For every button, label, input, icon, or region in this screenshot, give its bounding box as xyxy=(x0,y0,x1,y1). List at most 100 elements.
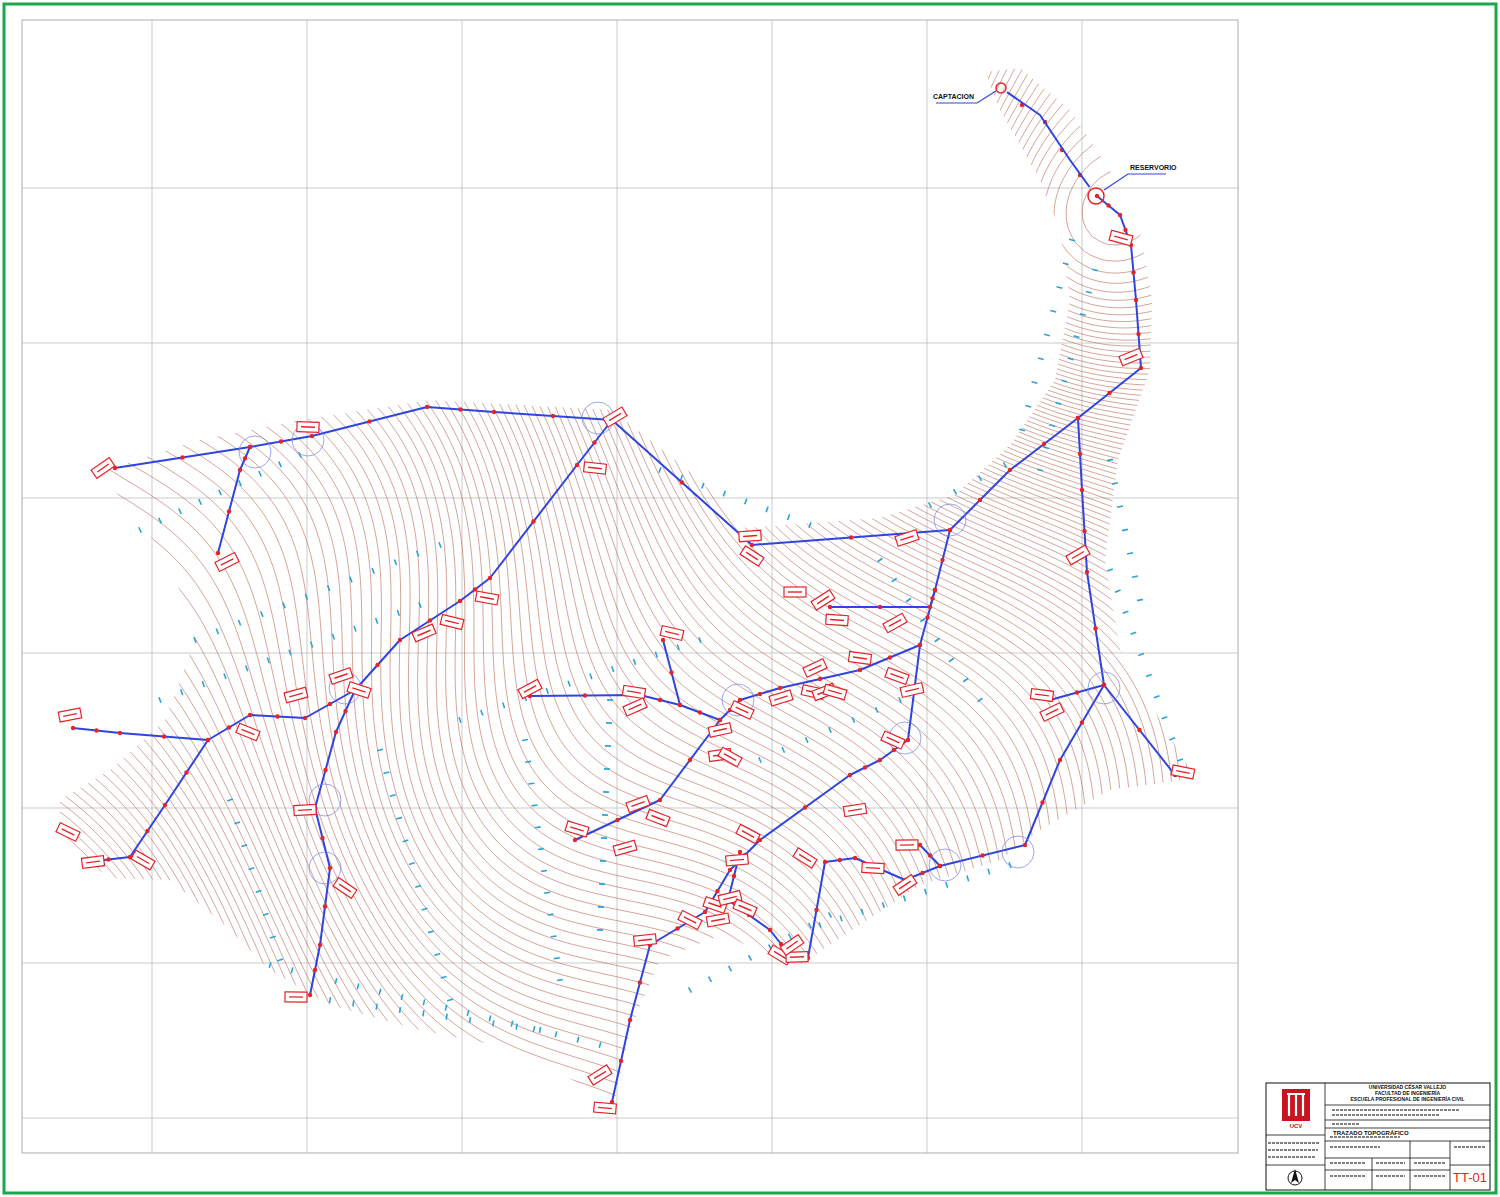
lot-mark xyxy=(418,630,431,635)
elevation-mark xyxy=(577,1037,580,1043)
elevation-mark xyxy=(1080,313,1086,316)
elevation-mark xyxy=(282,602,286,608)
elevation-mark xyxy=(555,1031,558,1037)
contour-line xyxy=(333,0,1500,1197)
contour-line xyxy=(1082,0,1500,245)
pipe-vertex xyxy=(658,798,662,802)
contour-line xyxy=(1054,0,1500,473)
table-filler xyxy=(1376,1162,1405,1163)
lot-marker xyxy=(565,821,589,837)
contour-line xyxy=(675,0,1500,1197)
contour-line xyxy=(88,0,1500,1197)
table-rule xyxy=(1325,1141,1490,1142)
lot-box xyxy=(678,911,702,930)
pipe-vertex xyxy=(334,730,338,734)
elevation-mark xyxy=(1050,310,1056,313)
contour-line xyxy=(1485,0,1500,23)
pipe-line xyxy=(663,640,680,705)
pipe-vertex xyxy=(928,853,932,857)
contour-line xyxy=(948,0,1500,723)
lot-box xyxy=(885,668,909,685)
pipe-vertex xyxy=(1107,391,1111,395)
contour-line xyxy=(814,0,1500,1131)
contour-line xyxy=(1367,0,1500,109)
elevation-mark xyxy=(263,913,269,916)
elevation-mark xyxy=(603,791,609,793)
pipe-vertex xyxy=(328,866,332,870)
elevation-marks xyxy=(138,238,1183,1048)
elevation-mark xyxy=(1130,632,1136,636)
elevation-mark xyxy=(600,860,606,862)
lot-mark xyxy=(739,905,752,910)
elevation-mark xyxy=(945,882,948,888)
lot-marker xyxy=(588,1065,612,1085)
pipe-line xyxy=(830,590,935,607)
table-rule xyxy=(1410,1141,1411,1190)
contour-line xyxy=(837,0,1500,1068)
elevation-mark xyxy=(492,1020,494,1026)
pipe-vertex xyxy=(718,718,722,722)
lot-box xyxy=(660,626,684,641)
elevation-mark xyxy=(1043,446,1049,449)
pipe-vertex xyxy=(920,871,924,875)
contour-line xyxy=(777,0,1500,1197)
contour-line xyxy=(1019,0,1500,571)
lot-marker xyxy=(885,668,909,685)
elevation-mark xyxy=(546,688,549,694)
lot-marker xyxy=(900,683,924,698)
elevation-mark xyxy=(744,498,748,504)
table-rule xyxy=(1325,1158,1450,1159)
pipe-vertex xyxy=(367,419,371,423)
elevation-mark xyxy=(701,483,705,489)
elevation-mark xyxy=(399,1007,401,1013)
contour-line xyxy=(312,0,1500,1197)
contour-line xyxy=(881,0,1500,905)
table-filler xyxy=(1330,1136,1400,1137)
pipe-vertex xyxy=(858,668,862,672)
elevation-mark xyxy=(383,771,389,774)
pipe-vertex xyxy=(318,943,322,947)
lot-box xyxy=(58,708,82,722)
contour-line xyxy=(1498,0,1500,13)
lot-mark xyxy=(137,857,149,864)
elevation-mark xyxy=(1112,482,1118,485)
lot-box xyxy=(883,613,907,632)
circle-outline xyxy=(995,82,1007,94)
pipe-vertex xyxy=(758,692,762,696)
lot-marker xyxy=(81,856,104,869)
contour-line xyxy=(357,0,1500,1197)
pipe-vertex xyxy=(428,618,432,622)
elevation-mark xyxy=(1122,529,1128,532)
grid-line xyxy=(617,20,618,1153)
elevation-mark xyxy=(567,681,570,687)
pipe-vertex xyxy=(227,725,231,729)
pipe-vertex xyxy=(279,439,283,443)
elevation-mark xyxy=(539,1027,541,1033)
contour-line xyxy=(80,0,1500,1197)
contour-line xyxy=(1472,0,1500,34)
contour-line xyxy=(600,0,1500,1197)
table-rule xyxy=(1325,1105,1490,1106)
elevation-mark xyxy=(920,618,926,623)
pipe-vertex xyxy=(688,758,692,762)
lot-marker xyxy=(594,1102,617,1114)
table-rule xyxy=(1450,1141,1451,1190)
elevation-mark xyxy=(906,598,912,603)
junction-ring xyxy=(934,504,966,536)
lot-marker xyxy=(623,698,647,716)
elevation-mark xyxy=(458,717,461,723)
elevation-mark xyxy=(1003,462,1007,468)
grid-line xyxy=(22,343,1238,344)
pipe-vertex xyxy=(838,858,842,862)
pipe-vertex xyxy=(275,714,279,718)
lot-marker xyxy=(440,614,464,629)
